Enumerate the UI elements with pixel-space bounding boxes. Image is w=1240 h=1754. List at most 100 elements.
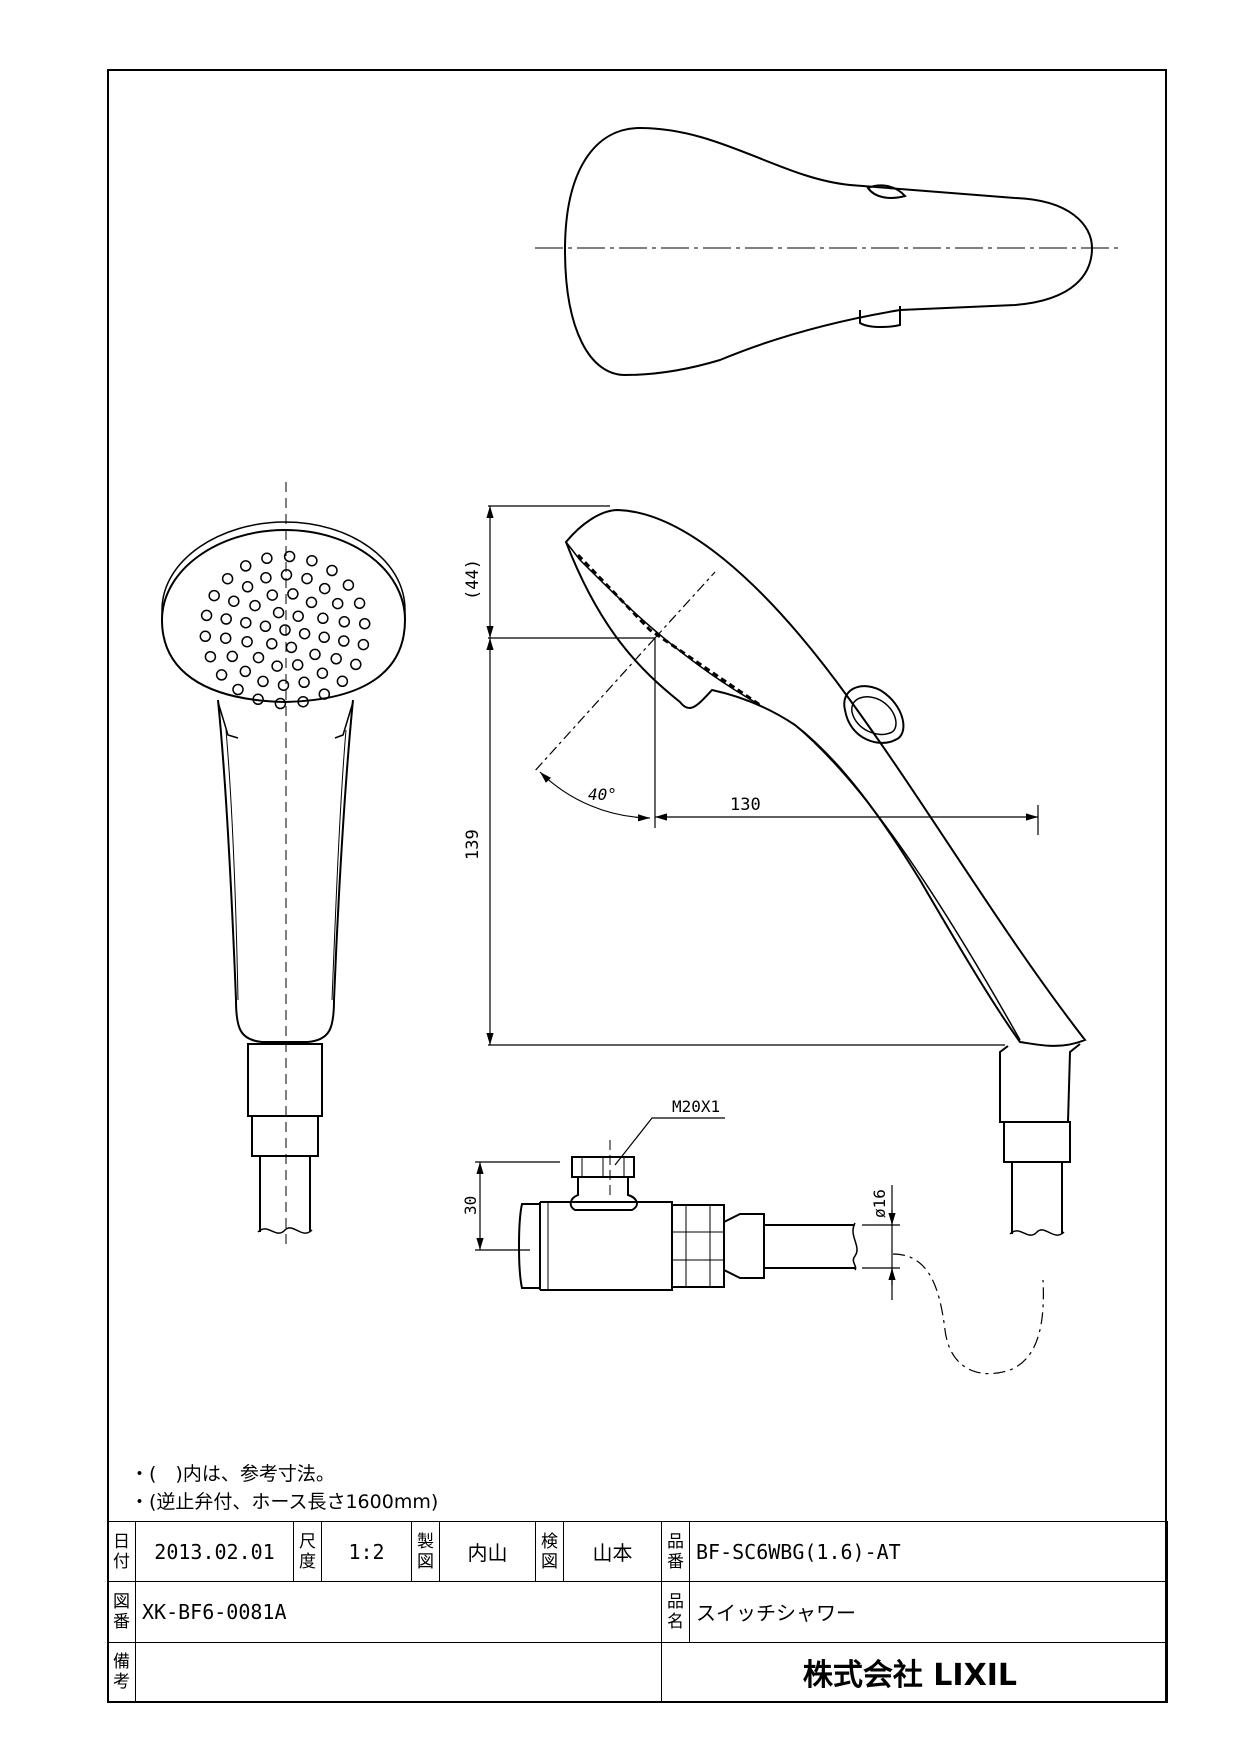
spray-nozzle [318, 582, 331, 595]
spray-nozzle [298, 676, 310, 689]
scale-label: 尺度 [293, 1520, 322, 1583]
date-label: 日付 [107, 1520, 136, 1583]
front-view [160, 482, 407, 1245]
spray-nozzle [338, 616, 351, 628]
spray-nozzle [330, 653, 342, 665]
side-view [564, 508, 1087, 1236]
spray-nozzle [257, 675, 269, 688]
dim-30-text: 30 [461, 1196, 480, 1215]
top-view-outline [563, 126, 1094, 377]
valve-union-nut [671, 1204, 725, 1288]
spray-nozzle [252, 651, 265, 664]
checked-by: 山本 [563, 1520, 662, 1583]
side-nozzle-row [576, 553, 761, 707]
spray-nozzle [291, 659, 304, 671]
front-handle-outline [217, 699, 354, 1043]
spray-nozzle [266, 589, 279, 601]
front-neck [247, 1043, 323, 1117]
valve-dimensions [475, 1117, 900, 1300]
front-handle-inner [225, 729, 347, 1001]
checked-label: 検図 [535, 1520, 564, 1583]
drawn-label: 製図 [411, 1520, 440, 1583]
part-no-value: BF-SC6WBG(1.6)-AT [689, 1520, 1168, 1583]
spray-nozzle [239, 665, 252, 678]
spray-nozzle [249, 599, 261, 612]
valve-neck [569, 1177, 638, 1211]
valve-hose-collar [723, 1213, 765, 1279]
side-head-face [565, 541, 761, 706]
spray-nozzle [199, 630, 212, 643]
spray-nozzle [285, 641, 298, 654]
spray-nozzle [358, 617, 371, 630]
spray-nozzle [287, 588, 299, 600]
front-hose-break [257, 1227, 313, 1234]
drawn-by: 内山 [439, 1520, 536, 1583]
notes: ・( )内は、参考寸法。 ・(逆止弁付、ホース長さ1600mm) [130, 1460, 438, 1516]
side-switch-inner [851, 696, 897, 736]
thread-text: M20X1 [672, 1097, 720, 1116]
spray-nozzle [318, 631, 330, 644]
front-head-outline [160, 528, 407, 704]
drawing-no-value: XK-BF6-0081A [135, 1581, 662, 1643]
spray-nozzle [261, 552, 273, 565]
spray-nozzle [260, 571, 272, 584]
spray-nozzle [204, 650, 217, 663]
front-hose [259, 1156, 311, 1232]
front-ring [251, 1115, 319, 1157]
dim-44-text: (44) [463, 559, 483, 600]
spray-nozzle [219, 632, 232, 644]
spray-nozzle [252, 693, 264, 706]
date-value: 2013.02.01 [135, 1520, 294, 1583]
spray-nozzle [259, 620, 272, 633]
dim-130-text: 130 [730, 795, 761, 815]
spray-nozzle [331, 597, 344, 610]
spray-nozzle [316, 667, 329, 679]
scale-value: 1:2 [321, 1520, 412, 1583]
side-hose-break [1009, 1229, 1065, 1236]
top-switch-button [866, 184, 907, 199]
spray-nozzle [239, 560, 252, 572]
spray-nozzle [241, 635, 253, 648]
spray-nozzle [271, 660, 283, 672]
part-no-label: 品番 [661, 1520, 690, 1583]
spray-nozzle [309, 648, 321, 661]
front-side-tab-left [217, 701, 239, 739]
spray-nozzle [221, 572, 234, 585]
spray-nozzle [220, 613, 232, 625]
spray-nozzle [338, 635, 350, 647]
spray-nozzle [350, 658, 362, 671]
angle-leg [532, 637, 656, 774]
valve-hose-break [852, 1222, 858, 1271]
title-block: 日付 2013.02.01 尺度 1:2 製図 内山 検図 山本 品番 BF-S… [107, 1520, 1168, 1704]
valve-body [539, 1201, 673, 1291]
spray-nozzle [298, 627, 311, 640]
spray-nozzle [297, 695, 309, 708]
spray-nozzle [208, 589, 220, 602]
valve-end-cap [518, 1203, 541, 1289]
spray-nozzle [266, 638, 278, 650]
side-hose [1011, 1162, 1063, 1234]
hose-loop-phantom [892, 1253, 1044, 1375]
product-name-label: 品名 [661, 1581, 690, 1643]
spray-nozzle [301, 572, 313, 585]
spray-nozzle [228, 595, 240, 607]
top-view [535, 126, 1120, 377]
thread-leader [614, 1117, 725, 1166]
spray-nozzle [272, 606, 285, 619]
side-switch-ring [843, 685, 905, 744]
spray-nozzle [200, 609, 213, 622]
remarks-label: 備考 [107, 1641, 136, 1704]
spray-nozzle [240, 616, 252, 629]
dim-16-text: ø16 [870, 1189, 889, 1218]
side-ring [1003, 1121, 1071, 1163]
spray-nozzle [283, 550, 296, 563]
spray-nozzle [279, 624, 291, 636]
spray-nozzle [215, 669, 228, 681]
spray-nozzle [277, 679, 290, 691]
company-name: 株式会社 LIXIL [661, 1641, 1168, 1704]
drawing-no-label: 図番 [107, 1581, 136, 1643]
spray-nozzle [292, 610, 304, 622]
dim-139-text: 139 [463, 829, 483, 860]
spray-nozzle [342, 579, 355, 591]
